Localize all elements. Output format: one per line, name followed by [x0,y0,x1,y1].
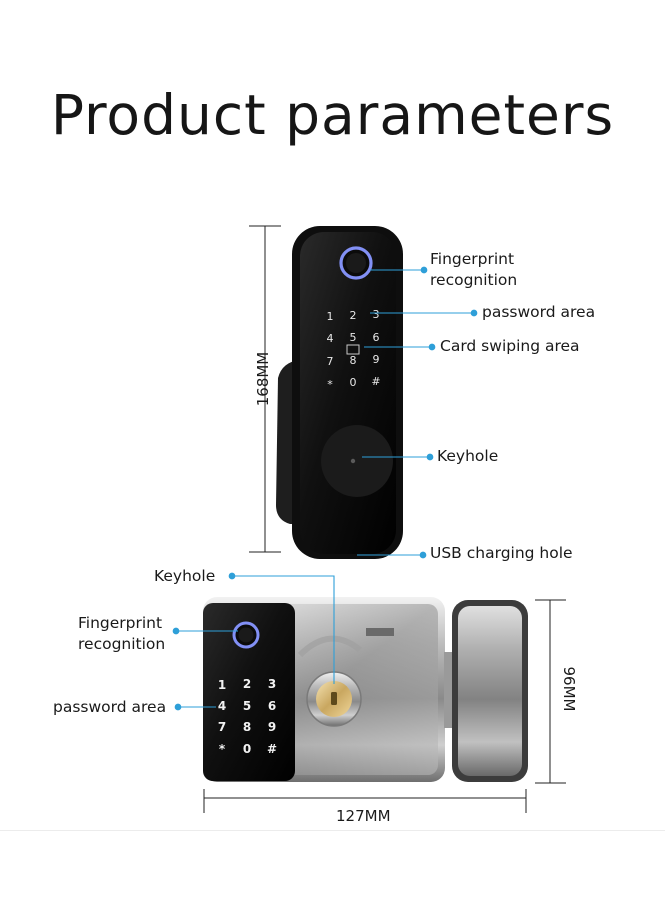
key-3: 3 [268,677,276,691]
key-4: 4 [218,699,226,713]
key-hash: # [267,742,277,756]
top-lock [276,226,403,559]
fingerprint-label: Fingerprint recognition [430,249,517,291]
key-5: 5 [243,699,251,713]
height-96-label: 96MM [560,666,578,712]
key-2: 2 [350,309,357,322]
keyhole-label: Keyhole [437,447,499,465]
usb-charging-label: USB charging hole [430,544,573,562]
key-7: 7 [327,355,334,368]
top-lock-panel [300,232,396,554]
key-0: 0 [350,376,357,389]
key-3: 3 [373,308,380,321]
key-8: 8 [243,720,251,734]
key-9: 9 [268,720,276,734]
key-star: * [219,742,226,756]
top-lock-keypad: 1 2 3 4 5 6 7 8 9 * 0 # [327,308,381,391]
page-title: Product parameters [50,83,615,147]
fingerprint-label-line2: recognition [430,271,518,289]
bottom-password-label: password area [53,698,167,716]
key-5: 5 [350,331,357,344]
bottom-callouts [172,572,335,711]
top-callouts [357,266,478,559]
bottom-dimension-lines [203,599,566,813]
key-1: 1 [218,678,226,692]
top-height-dimension-line [249,225,281,553]
keyhole-cylinder-icon [321,425,393,497]
width-127-label: 127MM [336,807,391,825]
key-7: 7 [218,720,226,734]
bottom-fingerprint-label: Fingerprint recognition [78,613,165,655]
key-4: 4 [327,332,334,345]
key-6: 6 [268,699,276,713]
card-swiping-label: Card swiping area [440,337,580,355]
key-8: 8 [350,354,357,367]
bottom-fingerprint-line1: Fingerprint [78,614,163,632]
bottom-lock [203,597,528,782]
key-6: 6 [373,331,380,344]
height-168-label: 168MM [254,351,272,407]
key-star: * [327,378,333,391]
bottom-divider [0,830,665,908]
key-9: 9 [373,353,380,366]
key-1: 1 [327,310,334,323]
bottom-fingerprint-line2: recognition [78,635,166,653]
key-2: 2 [243,677,251,691]
bottom-keyhole-label: Keyhole [154,567,216,585]
password-area-label: password area [482,303,596,321]
key-0: 0 [243,742,251,756]
bottom-lock-keypad: 1 2 3 4 5 6 7 8 9 * 0 # [218,677,277,756]
bottom-lock-panel [203,603,295,781]
key-hash: # [371,375,380,388]
card-swipe-icon [346,344,360,355]
fingerprint-label-line1: Fingerprint [430,250,515,268]
